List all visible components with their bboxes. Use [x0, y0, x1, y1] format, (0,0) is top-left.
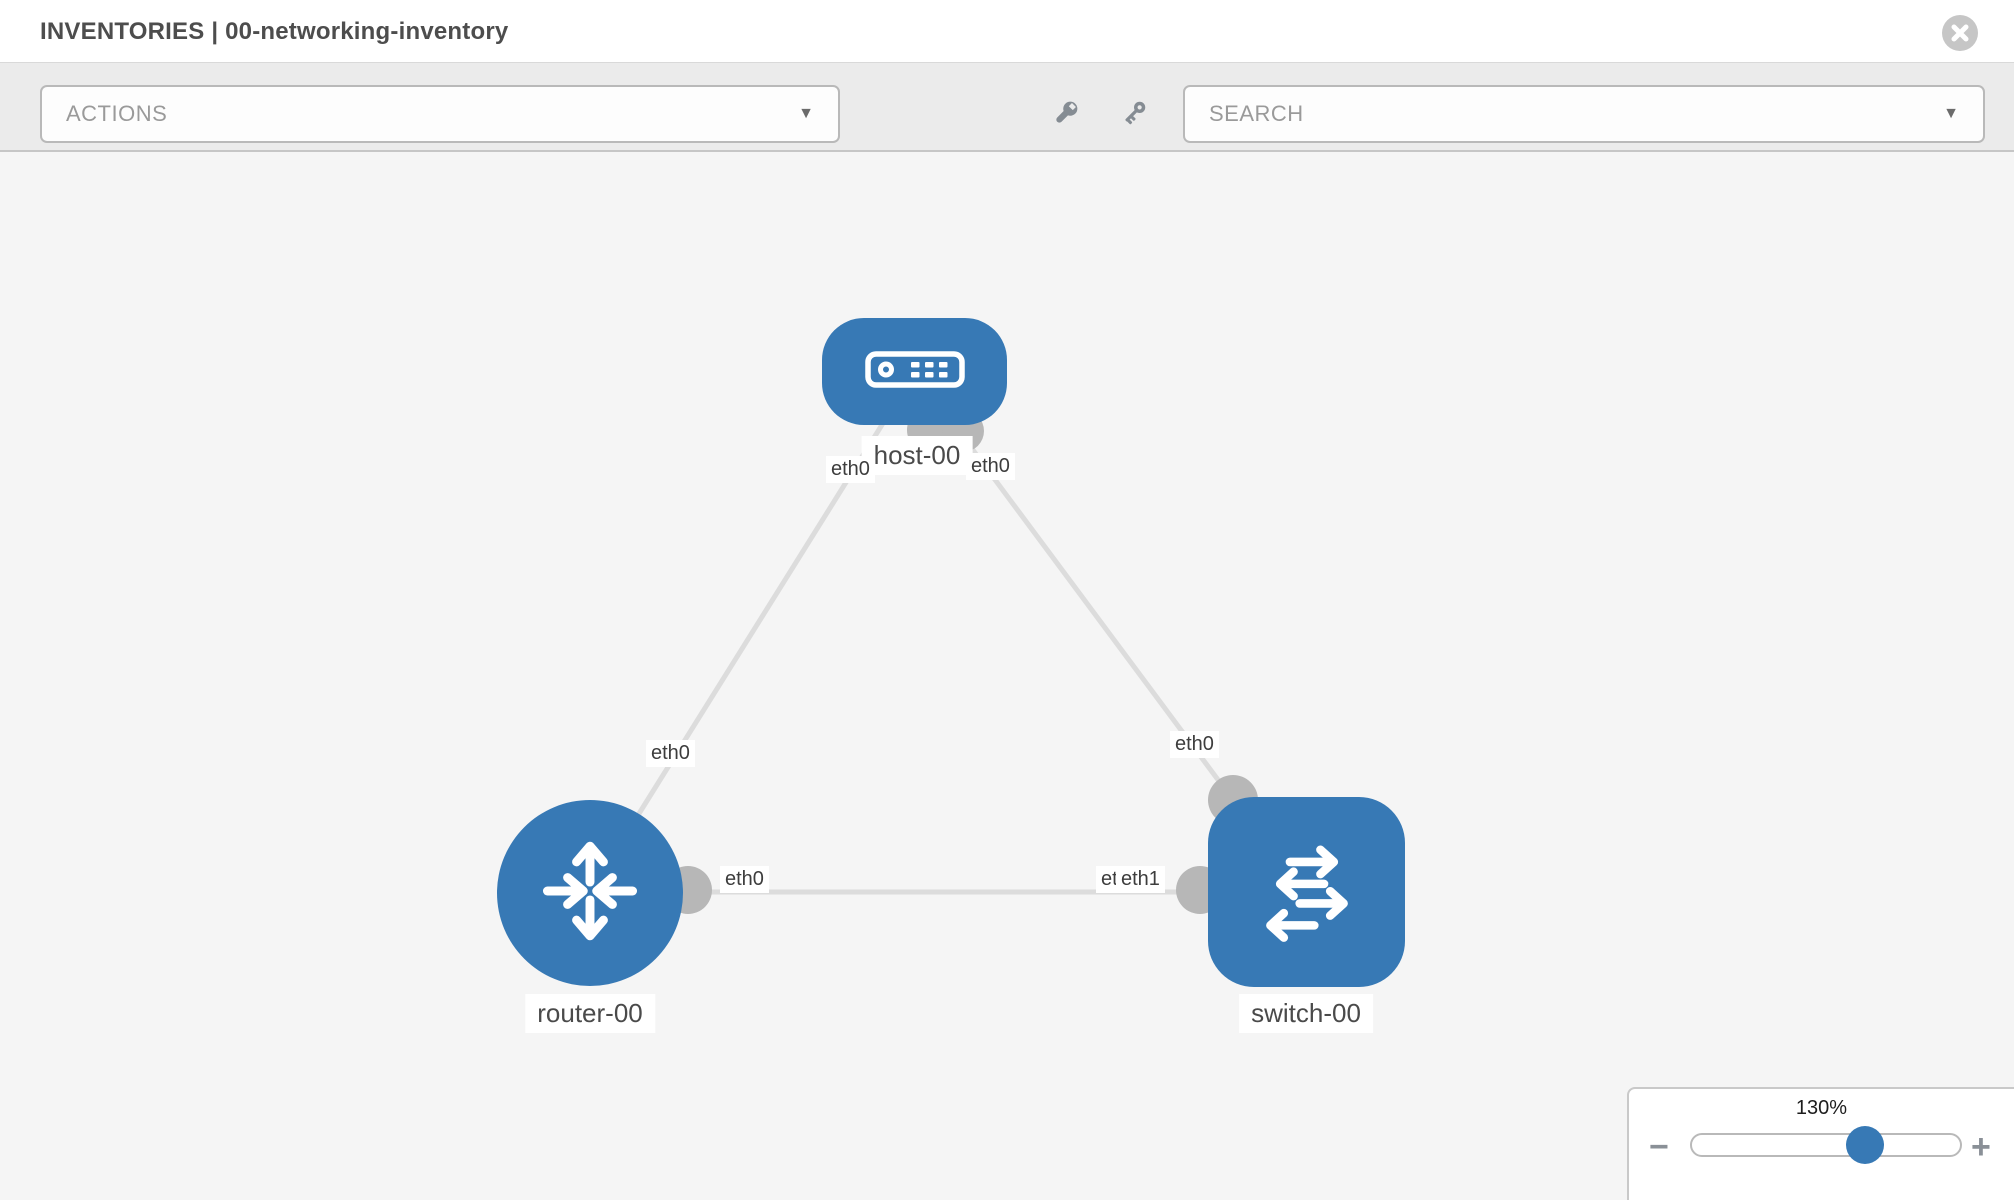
- router-icon: [534, 835, 646, 952]
- topology-canvas[interactable]: host-00 router-00 switch-00 eth0 eth0 et…: [0, 152, 2014, 1200]
- interface-label: eth0: [1170, 731, 1219, 758]
- interface-label: eth1: [1116, 866, 1165, 893]
- key-icon: [1119, 98, 1149, 133]
- interface-label: eth0: [720, 866, 769, 893]
- node-label-switch: switch-00: [1239, 994, 1373, 1033]
- key-button[interactable]: [1112, 93, 1156, 137]
- node-label-host: host-00: [861, 436, 973, 475]
- host-icon: [864, 350, 965, 393]
- topology-links-layer: [587, 370, 1306, 914]
- close-button[interactable]: [1942, 15, 1978, 51]
- configure-button[interactable]: [1044, 93, 1088, 137]
- node-switch-00[interactable]: [1208, 797, 1405, 987]
- search-dropdown-label: SEARCH: [1209, 101, 1304, 126]
- interface-label: eth0: [646, 740, 695, 767]
- zoom-control-panel: 130% − +: [1627, 1087, 2014, 1200]
- zoom-slider-track[interactable]: [1690, 1133, 1962, 1157]
- node-router-00[interactable]: [497, 800, 683, 986]
- node-host-00[interactable]: [822, 318, 1007, 425]
- zoom-out-button[interactable]: −: [1649, 1128, 1669, 1166]
- actions-dropdown[interactable]: ACTIONS ▼: [40, 85, 840, 143]
- interface-label: eth0: [966, 453, 1015, 480]
- switch-icon: [1246, 829, 1368, 956]
- wrench-icon: [1051, 98, 1081, 133]
- zoom-in-button[interactable]: +: [1971, 1128, 1991, 1166]
- zoom-slider-handle[interactable]: [1846, 1126, 1884, 1164]
- chevron-down-icon: ▼: [798, 105, 814, 122]
- header-bar: INVENTORIES | 00-networking-inventory: [0, 0, 2014, 62]
- chevron-down-icon: ▼: [1943, 105, 1959, 122]
- zoom-percentage: 130%: [1795, 1097, 1848, 1119]
- actions-dropdown-label: ACTIONS: [66, 101, 168, 126]
- node-label-router: router-00: [525, 994, 655, 1033]
- search-dropdown[interactable]: SEARCH ▼: [1183, 85, 1985, 143]
- interface-label: eth0: [826, 456, 875, 483]
- toolbar: ACTIONS ▼ SEARCH ▼: [0, 62, 2014, 152]
- page-title: INVENTORIES | 00-networking-inventory: [40, 18, 509, 45]
